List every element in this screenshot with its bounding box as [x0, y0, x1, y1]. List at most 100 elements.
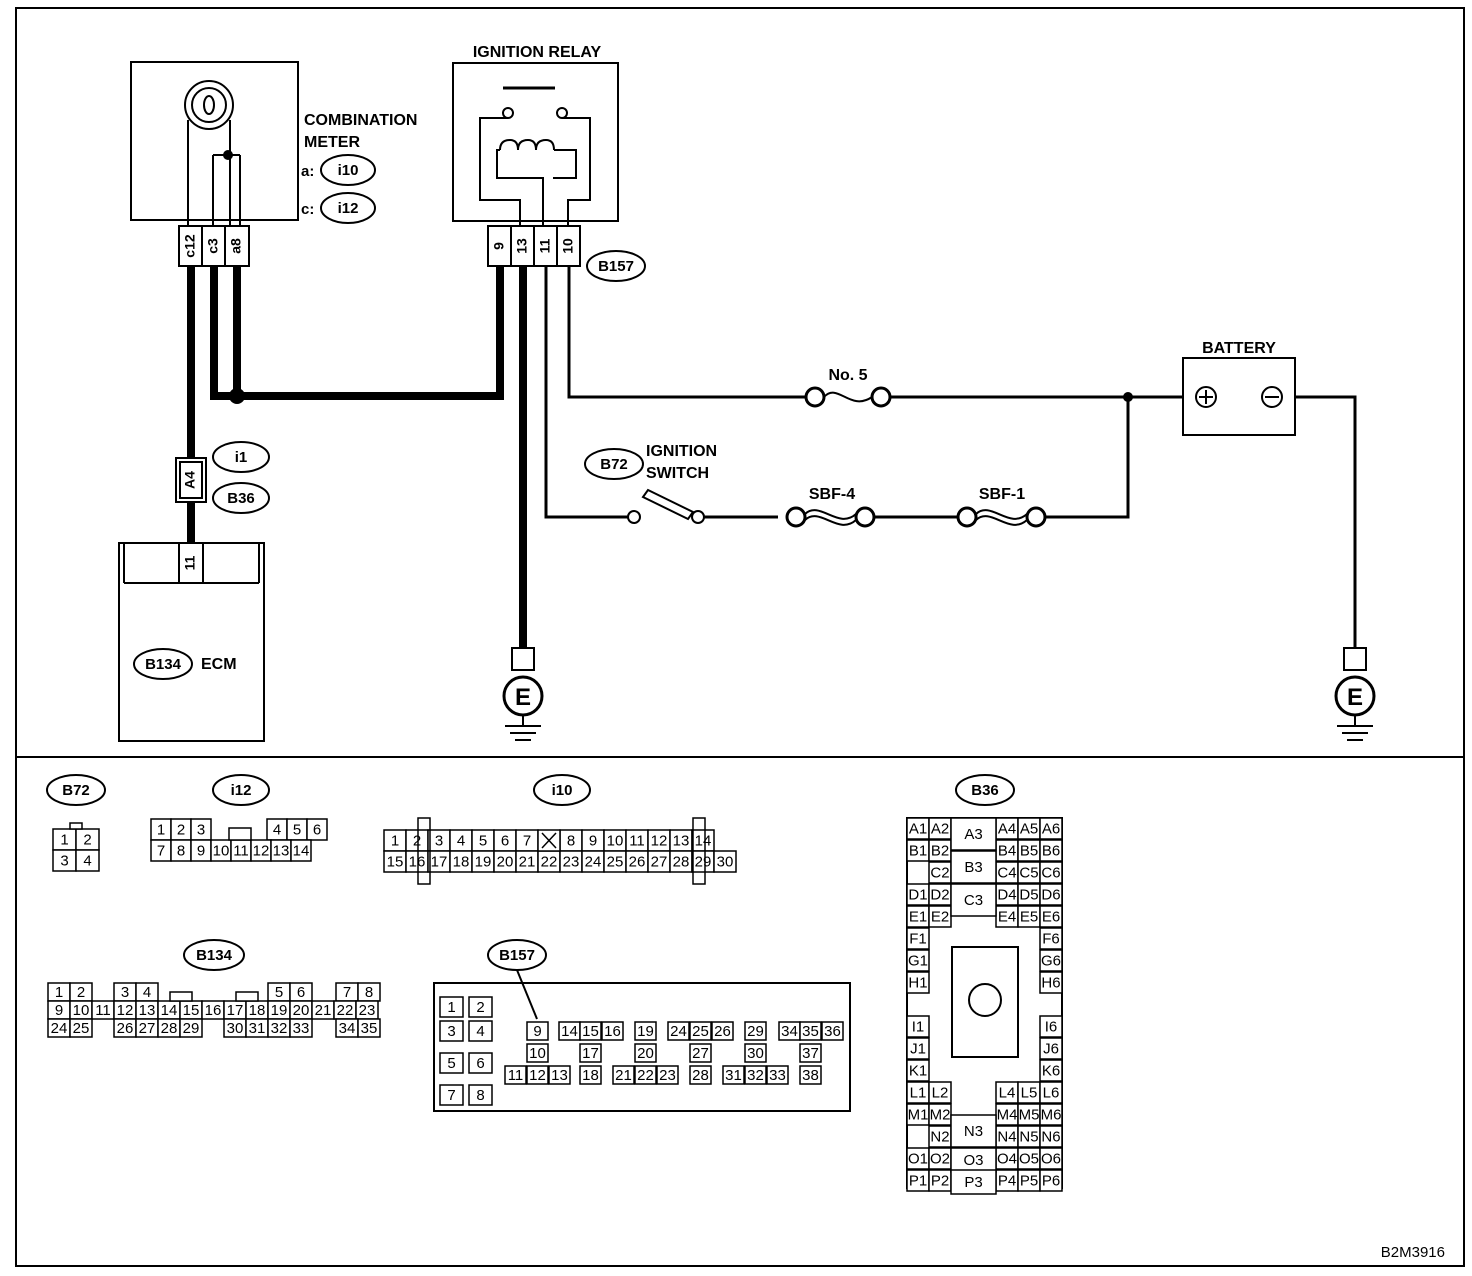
svg-text:P5: P5 — [1020, 1173, 1038, 1190]
i10-pin-12: 12 — [647, 829, 671, 852]
i10-pin-25: 25 — [603, 850, 627, 873]
svg-text:4: 4 — [83, 853, 91, 870]
ignition-switch-label-2: SWITCH — [646, 465, 709, 482]
svg-text:18: 18 — [249, 1002, 266, 1019]
svg-text:2: 2 — [476, 999, 484, 1016]
b36-pin-h1: H1 — [906, 971, 930, 994]
svg-text:B1: B1 — [909, 843, 927, 860]
b36-pin-b3: B3 — [950, 850, 997, 884]
b36-pin-j6: J6 — [1039, 1037, 1063, 1060]
b157-pin-3: 3 — [439, 1020, 464, 1042]
svg-text:30: 30 — [717, 854, 734, 871]
b36-pin-m2: M2 — [928, 1103, 952, 1126]
i10-pin-17: 17 — [427, 850, 451, 873]
svg-text:29: 29 — [695, 854, 712, 871]
svg-text:21: 21 — [315, 1002, 332, 1019]
svg-text:4: 4 — [457, 833, 465, 850]
i10-pin-4: 4 — [449, 829, 473, 852]
svg-text:1: 1 — [55, 984, 63, 1001]
svg-text:A1: A1 — [909, 821, 927, 838]
b157-pin-30: 30 — [744, 1043, 767, 1063]
b36-pin-k1: K1 — [906, 1059, 930, 1082]
svg-text:18: 18 — [453, 854, 470, 871]
b157-pin-6: 6 — [468, 1052, 493, 1074]
svg-text:D4: D4 — [997, 887, 1016, 904]
svg-text:8: 8 — [476, 1087, 484, 1104]
i10-pin-21: 21 — [515, 850, 539, 873]
svg-text:M2: M2 — [930, 1107, 951, 1124]
svg-text:1: 1 — [60, 832, 68, 849]
b36-pin-a6: A6 — [1039, 817, 1063, 840]
relay-pin-13: 13 — [514, 238, 530, 254]
svg-text:C6: C6 — [1041, 865, 1060, 882]
b36-pin-p6: P6 — [1039, 1169, 1063, 1192]
ignition-switch — [627, 488, 705, 524]
badge-b134-ecm-label: B134 — [145, 656, 182, 673]
svg-text:14: 14 — [161, 1002, 178, 1019]
connector-b36-label: B36 — [971, 782, 999, 799]
i10-pin-5: 5 — [471, 829, 495, 852]
b36-pin-m4: M4 — [995, 1103, 1019, 1126]
b134-pin-33: 33 — [289, 1018, 313, 1038]
ecm-pin-11: 11 — [182, 555, 198, 570]
svg-text:1: 1 — [447, 999, 455, 1016]
i10-pin-10: 10 — [603, 829, 627, 852]
i10-pin-22: 22 — [537, 850, 561, 873]
svg-text:23: 23 — [659, 1067, 676, 1084]
ground-left-label: E — [515, 684, 531, 711]
sbf1-label: SBF-1 — [979, 486, 1025, 503]
sbf4-label: SBF-4 — [809, 486, 855, 503]
b36-pin-i1: I1 — [906, 1015, 930, 1038]
i12-pin-12: 12 — [250, 839, 272, 862]
svg-text:37: 37 — [802, 1045, 819, 1062]
inline-pin-a4: A4 — [182, 471, 198, 489]
svg-text:P1: P1 — [909, 1173, 927, 1190]
svg-text:A6: A6 — [1042, 821, 1060, 838]
i10-pin-16: 16 — [405, 850, 429, 873]
b36-pin-j1: J1 — [906, 1037, 930, 1060]
b36-pin-m1: M1 — [906, 1103, 930, 1126]
i10-pin-15: 15 — [383, 850, 407, 873]
svg-text:24: 24 — [670, 1023, 687, 1040]
svg-text:2: 2 — [177, 822, 185, 839]
svg-text:N3: N3 — [964, 1123, 983, 1140]
svg-text:16: 16 — [409, 854, 426, 871]
svg-text:13: 13 — [673, 833, 690, 850]
b134-pin-21: 21 — [311, 1000, 335, 1020]
svg-text:O4: O4 — [997, 1151, 1017, 1168]
badge-b36-inline-label: B36 — [227, 490, 255, 507]
svg-text:P2: P2 — [931, 1173, 949, 1190]
svg-text:20: 20 — [637, 1045, 654, 1062]
b134-pin-13: 13 — [135, 1000, 159, 1020]
b157-pin-21: 21 — [612, 1065, 635, 1085]
svg-text:27: 27 — [651, 854, 668, 871]
svg-text:O1: O1 — [908, 1151, 928, 1168]
meter-pin-a8: a8 — [228, 238, 244, 254]
fuse-sbf4 — [785, 506, 876, 528]
svg-text:22: 22 — [637, 1067, 654, 1084]
badge-b36-inline — [212, 482, 270, 514]
b36-pin-e2: E2 — [928, 905, 952, 928]
svg-text:E6: E6 — [1042, 909, 1060, 926]
b157-pin-4: 4 — [468, 1020, 493, 1042]
svg-text:7: 7 — [447, 1087, 455, 1104]
svg-text:5: 5 — [275, 984, 283, 1001]
badge-b134-ecm — [133, 648, 193, 680]
svg-text:N4: N4 — [997, 1129, 1016, 1146]
b36-pin-o6: O6 — [1039, 1147, 1063, 1170]
b36-pin-a1: A1 — [906, 817, 930, 840]
svg-text:3: 3 — [435, 833, 443, 850]
connector-b134-label: B134 — [196, 947, 233, 964]
combination-meter-label-2: METER — [304, 134, 360, 151]
svg-text:5: 5 — [479, 833, 487, 850]
b134-pin-22: 22 — [333, 1000, 357, 1020]
svg-text:3: 3 — [121, 984, 129, 1001]
b36-pin-o1: O1 — [906, 1147, 930, 1170]
svg-text:6: 6 — [501, 833, 509, 850]
svg-text:G1: G1 — [908, 953, 928, 970]
svg-text:L1: L1 — [910, 1085, 927, 1102]
b157-pin-17: 17 — [579, 1043, 602, 1063]
combination-meter — [130, 61, 299, 267]
